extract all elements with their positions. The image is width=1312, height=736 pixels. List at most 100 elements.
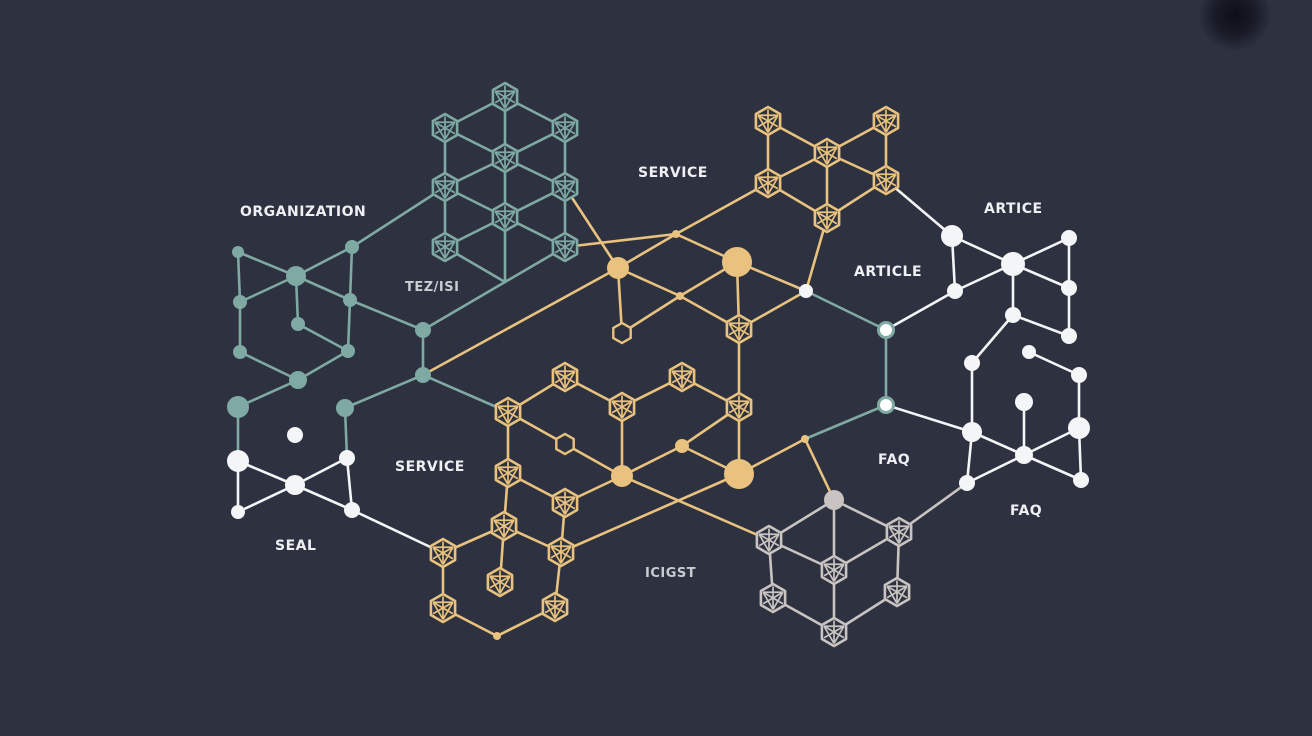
label-seal: SEAL bbox=[275, 538, 317, 554]
hex-cube-node-icon bbox=[431, 231, 459, 263]
hex-cube-node-icon bbox=[883, 576, 911, 608]
label-service-top: SERVICE bbox=[638, 165, 708, 181]
circle-node-icon bbox=[232, 246, 244, 258]
hex-cube-node-icon bbox=[551, 171, 579, 203]
edge-white bbox=[965, 313, 1015, 485]
circle-node-icon bbox=[799, 284, 813, 298]
circle-node-icon bbox=[1061, 280, 1077, 296]
hex-cube-node-icon bbox=[820, 616, 848, 648]
circle-node-icon bbox=[286, 266, 306, 286]
hex-cube-node-icon bbox=[431, 112, 459, 144]
circle-node-icon bbox=[341, 344, 355, 358]
edge-gold bbox=[421, 266, 620, 377]
circle-node-icon bbox=[287, 427, 303, 443]
circle-node-icon bbox=[344, 502, 360, 518]
edge-gold bbox=[498, 410, 510, 584]
hex-cube-node-icon bbox=[490, 510, 518, 542]
edge-white bbox=[350, 508, 445, 555]
circle-node-icon bbox=[1001, 252, 1025, 276]
label-organization: ORGANIZATION bbox=[240, 204, 367, 220]
hex-cube-node-icon bbox=[431, 171, 459, 203]
circle-node-icon bbox=[941, 225, 963, 247]
label-article: ARTICLE bbox=[854, 264, 923, 280]
edge-gold bbox=[803, 437, 836, 502]
hollow-hex-node-icon bbox=[612, 321, 632, 345]
hex-cube-node-icon bbox=[668, 361, 696, 393]
edge-gold bbox=[441, 551, 557, 638]
node-layer bbox=[227, 81, 1090, 648]
circle-node-icon bbox=[1061, 328, 1077, 344]
circle-node-icon bbox=[289, 371, 307, 389]
hex-cube-node-icon bbox=[759, 582, 787, 614]
hex-cube-node-icon bbox=[494, 457, 522, 489]
hex-cube-node-icon bbox=[429, 537, 457, 569]
hex-cube-node-icon bbox=[429, 592, 457, 624]
circle-node-icon bbox=[947, 283, 963, 299]
circle-node-icon bbox=[233, 345, 247, 359]
label-service-mid: SERVICE bbox=[395, 459, 465, 475]
circle-node-icon bbox=[493, 632, 501, 640]
hex-cube-node-icon bbox=[885, 516, 913, 548]
circle-node-icon bbox=[345, 240, 359, 254]
circle-node-icon bbox=[801, 435, 809, 443]
circle-node-icon bbox=[824, 490, 844, 510]
circle-node-icon bbox=[675, 439, 689, 453]
edge-teal bbox=[350, 185, 447, 249]
circle-node-icon bbox=[959, 475, 975, 491]
hex-cube-node-icon bbox=[547, 536, 575, 568]
circle-node-icon bbox=[231, 505, 245, 519]
hex-cube-node-icon bbox=[725, 391, 753, 423]
edge-white bbox=[884, 289, 957, 332]
circle-node-icon bbox=[227, 450, 249, 472]
hex-cube-node-icon bbox=[754, 105, 782, 137]
circle-node-icon bbox=[343, 293, 357, 307]
circle-node-icon bbox=[415, 367, 431, 383]
circle-node-icon bbox=[339, 450, 355, 466]
hex-cube-node-icon bbox=[541, 591, 569, 623]
label-faq-right: FAQ bbox=[1010, 503, 1043, 519]
circle-node-icon bbox=[607, 257, 629, 279]
hex-cube-node-icon bbox=[872, 164, 900, 196]
circle-node-icon bbox=[227, 396, 249, 418]
circle-node-icon bbox=[1061, 230, 1077, 246]
hex-cube-node-icon bbox=[725, 313, 753, 345]
ringed-node-icon bbox=[877, 396, 895, 414]
hex-cube-node-icon bbox=[755, 524, 783, 556]
edge-white bbox=[965, 453, 1026, 485]
hex-cube-node-icon bbox=[491, 81, 519, 113]
label-tezist: TEZ/ISI bbox=[405, 280, 460, 295]
hex-cube-node-icon bbox=[491, 142, 519, 174]
circle-node-icon bbox=[285, 475, 305, 495]
hex-cube-node-icon bbox=[551, 487, 579, 519]
hex-cube-node-icon bbox=[486, 566, 514, 598]
hex-cube-node-icon bbox=[820, 554, 848, 586]
edge-gold bbox=[559, 472, 741, 554]
hex-cube-node-icon bbox=[872, 105, 900, 137]
circle-node-icon bbox=[1015, 446, 1033, 464]
circle-node-icon bbox=[1068, 417, 1090, 439]
edge-gold bbox=[620, 474, 771, 542]
edge-white bbox=[1011, 262, 1071, 338]
circle-node-icon bbox=[336, 399, 354, 417]
circle-node-icon bbox=[1071, 367, 1087, 383]
circle-node-icon bbox=[1005, 307, 1021, 323]
hex-cube-node-icon bbox=[491, 201, 519, 233]
circle-node-icon bbox=[415, 322, 431, 338]
label-icigst: ICIGST bbox=[645, 566, 697, 581]
hex-cube-node-icon bbox=[754, 167, 782, 199]
hex-cube-node-icon bbox=[608, 391, 636, 423]
label-faq-mid: FAQ bbox=[878, 452, 911, 468]
hex-cube-node-icon bbox=[813, 202, 841, 234]
hex-cube-node-icon bbox=[551, 231, 579, 263]
circle-node-icon bbox=[1015, 393, 1033, 411]
circle-node-icon bbox=[722, 247, 752, 277]
ringed-node-icon bbox=[877, 321, 895, 339]
circle-node-icon bbox=[962, 422, 982, 442]
circle-node-icon bbox=[964, 355, 980, 371]
edge-teal bbox=[803, 289, 888, 441]
circle-node-icon bbox=[611, 465, 633, 487]
edge-white bbox=[884, 178, 1071, 290]
edge-white bbox=[884, 350, 1081, 457]
hex-cube-node-icon bbox=[813, 137, 841, 169]
